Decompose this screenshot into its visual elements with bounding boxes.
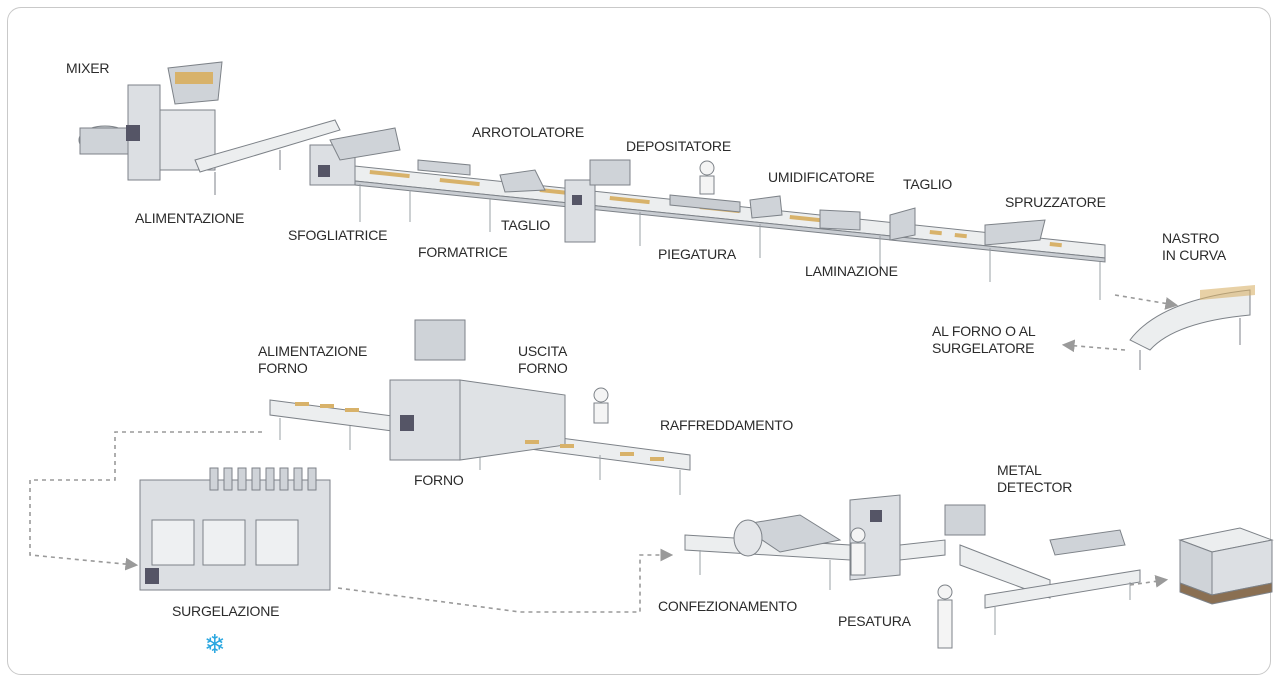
label-raffreddamento: RAFFREDDAMENTO xyxy=(660,417,794,433)
label-piegatura: PIEGATURA xyxy=(658,246,737,262)
feed-conveyor xyxy=(194,119,341,195)
snowflake-icon: ❄ xyxy=(204,629,226,659)
label-forno: FORNO xyxy=(414,472,464,488)
mixer-machine xyxy=(78,61,223,181)
label-nastro-in-curva: NASTRO IN CURVA xyxy=(1162,230,1226,264)
label-alim-forno-line2: FORNO xyxy=(258,360,308,376)
label-confezionamento: CONFEZIONAMENTO xyxy=(658,598,798,614)
label-formatrice: FORMATRICE xyxy=(418,244,508,260)
label-arrotolatore: ARROTOLATORE xyxy=(472,124,584,140)
oven-line xyxy=(269,319,691,495)
label-spruzzatore: SPRUZZATORE xyxy=(1005,194,1106,210)
flow-arrows xyxy=(29,294,1179,613)
freezer-unit xyxy=(139,467,331,591)
label-laminazione: LAMINAZIONE xyxy=(805,263,898,279)
label-uscita-forno: USCITA FORNO xyxy=(518,343,568,377)
line1-machines xyxy=(309,127,1046,246)
label-uscita-line1: USCITA xyxy=(518,343,568,359)
label-taglio-1: TAGLIO xyxy=(501,217,551,233)
label-pesatura: PESATURA xyxy=(838,613,911,629)
label-alim-forno-line1: ALIMENTAZIONE xyxy=(258,343,368,359)
label-taglio-2: TAGLIO xyxy=(903,176,953,192)
label-metal-line1: METAL xyxy=(997,462,1042,478)
label-uscita-line2: FORNO xyxy=(518,360,568,376)
curved-belt xyxy=(1129,285,1255,370)
label-alimentazione: ALIMENTAZIONE xyxy=(135,210,245,226)
label-metal-detector: METAL DETECTOR xyxy=(997,462,1072,496)
label-umidificatore: UMIDIFICATORE xyxy=(768,169,875,185)
label-al-forno: AL FORNO O AL SURGELATORE xyxy=(932,323,1036,357)
label-al-forno-line2: SURGELATORE xyxy=(932,340,1035,356)
pallet-stack xyxy=(1178,527,1274,605)
label-surgelazione: SURGELAZIONE xyxy=(172,603,280,619)
label-alimentazione-forno: ALIMENTAZIONE FORNO xyxy=(258,343,367,377)
label-nastro-line2: IN CURVA xyxy=(1162,247,1227,263)
label-metal-line2: DETECTOR xyxy=(997,479,1073,495)
label-nastro-line1: NASTRO xyxy=(1162,230,1220,246)
label-sfogliatrice: SFOGLIATRICE xyxy=(288,227,388,243)
label-depositatore: DEPOSITATORE xyxy=(626,138,731,154)
packaging-line xyxy=(684,494,1141,649)
label-al-forno-line1: AL FORNO O AL xyxy=(932,323,1036,339)
label-mixer: MIXER xyxy=(66,60,110,76)
